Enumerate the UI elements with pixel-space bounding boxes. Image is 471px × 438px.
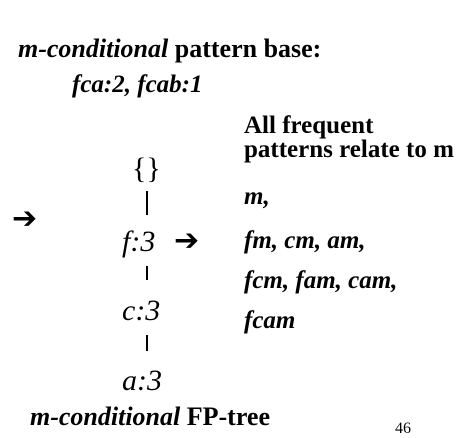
- tree-node-a: a:3: [122, 364, 162, 397]
- tree-caption: m-conditional FP-tree: [30, 402, 270, 432]
- left-arrow-icon: ➔: [12, 201, 38, 236]
- pattern-line: fm, cm, am,: [244, 227, 366, 254]
- frequent-patterns-heading-line1: All frequent: [244, 112, 374, 139]
- title-italic-term: m-conditional: [18, 34, 169, 63]
- right-arrow-icon: ➔: [174, 223, 200, 258]
- pattern-line: fcm, fam, cam,: [244, 267, 398, 294]
- pattern-line: fcam: [244, 307, 296, 334]
- tree-edge: [146, 191, 148, 215]
- caption-italic-term: m-conditional: [30, 402, 181, 431]
- caption-text: FP-tree: [180, 402, 270, 431]
- frequent-patterns-heading-line2: patterns relate to m: [244, 136, 454, 163]
- pattern-base-values: fca:2, fcab:1: [72, 71, 203, 98]
- tree-node-f: f:3: [122, 225, 156, 258]
- tree-edge: [146, 266, 148, 280]
- tree-node-c: c:3: [122, 294, 161, 327]
- title-text: pattern base:: [168, 34, 322, 63]
- tree-root-node: {}: [132, 152, 161, 185]
- slide-title: m-conditional pattern base:: [18, 34, 321, 64]
- page-number: 46: [395, 420, 411, 437]
- tree-edge: [146, 335, 148, 351]
- pattern-line: m,: [244, 183, 270, 210]
